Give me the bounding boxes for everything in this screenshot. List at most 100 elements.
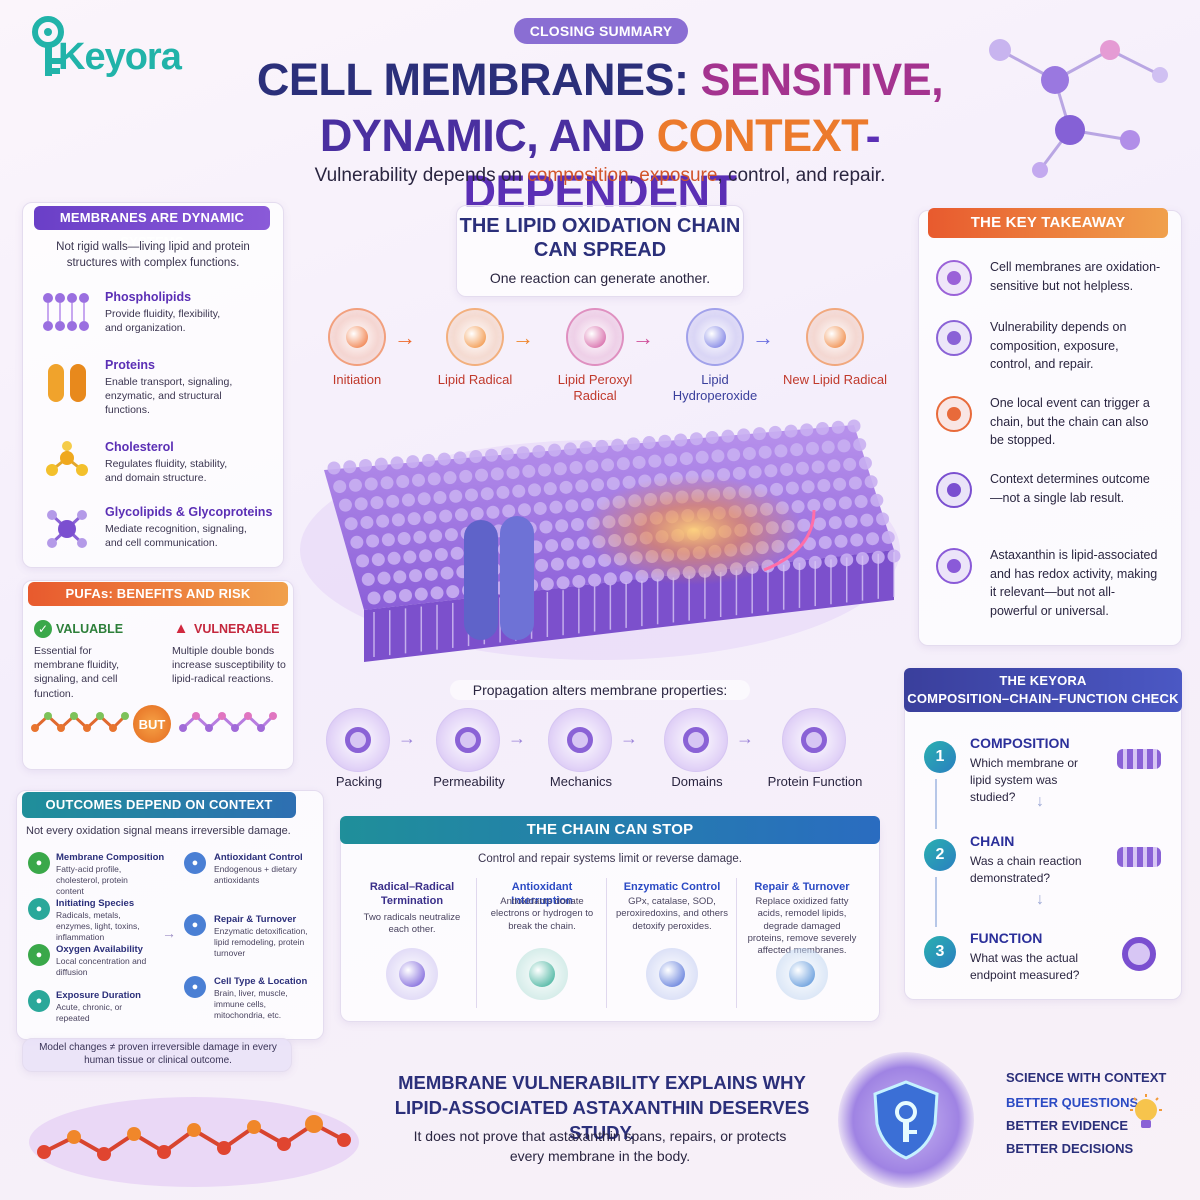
subtitle-d: exposure <box>639 165 718 186</box>
check-step-title: CHAIN <box>970 833 1015 849</box>
connector-line <box>935 779 937 829</box>
context-factor-icon: ● <box>184 976 206 998</box>
check-heading-line1: THE KEYORA <box>999 673 1087 688</box>
check-step-icon <box>1114 739 1164 779</box>
arrow-right-icon: → <box>632 325 654 350</box>
property-label: Packing <box>335 774 383 789</box>
context-factor-text: Radicals, metals, enzymes, light, toxins… <box>56 910 140 943</box>
step-number-badge: 2 <box>924 839 956 871</box>
chain-stop-heading: THE CHAIN CAN STOP <box>340 816 880 844</box>
key-icon <box>32 16 64 76</box>
fatty-acid-chain-icon <box>31 712 129 732</box>
stop-column-title: Enzymatic Control <box>623 881 721 893</box>
context-factor-icon: ● <box>184 914 206 936</box>
property-label: Permeability <box>433 774 505 789</box>
subtitle-c: , <box>628 165 640 186</box>
chain-title-line2: CAN SPREAD <box>533 239 667 261</box>
takeaway-glyph-icon <box>947 331 961 345</box>
takeaway-heading: THE KEY TAKEAWAY <box>928 208 1168 238</box>
oxidized-chain-icon <box>179 712 277 732</box>
takeaway-icon <box>936 472 972 508</box>
property-label: Protein Function <box>767 774 863 789</box>
cholesterol-text: Regulates fluidity, stability, and domai… <box>105 458 228 485</box>
takeaway-glyph-icon <box>947 483 961 497</box>
check-step-icon <box>1114 934 1164 974</box>
bottom-title-line1: MEMBRANE VULNERABILITY EXPLAINS WHY <box>398 1072 806 1093</box>
context-factor-text: Local concentration and diffusion <box>56 956 147 978</box>
stop-column-text: Two radicals neutralize each other. <box>363 912 461 936</box>
context-factor-icon: ● <box>28 852 50 874</box>
chain-step-label: New Lipid Radical <box>782 372 888 387</box>
vulnerable-title: VULNERABLE <box>194 622 280 636</box>
arrow-right-icon: → <box>394 325 416 350</box>
check-heading-line2: COMPOSITION–CHAIN–FUNCTION CHECK <box>907 691 1179 706</box>
glycolipids-text: Mediate recognition, signaling, and cell… <box>105 523 247 550</box>
arrow-right-icon: → <box>162 925 176 941</box>
context-factor-title: Initiating Species <box>56 898 135 909</box>
title-part-2: SENSITIVE, <box>700 54 944 105</box>
check-glyph-icon <box>1122 937 1156 971</box>
subtitle-e: , control, and repair. <box>717 165 886 186</box>
arrow-right-icon: → <box>508 728 526 748</box>
better-decisions: BETTER DECISIONS <box>1006 1141 1134 1156</box>
context-heading: OUTCOMES DEPEND ON CONTEXT <box>22 792 296 818</box>
column-divider <box>736 878 737 1008</box>
property-label: Domains <box>671 774 723 789</box>
context-factor-text: Endogenous + dietary antioxidants <box>214 864 297 886</box>
property-icon <box>326 708 390 772</box>
takeaway-glyph-icon <box>947 271 961 285</box>
context-factor-title: Cell Type & Location <box>214 976 308 987</box>
brand-logo: Keyora <box>28 14 208 84</box>
dynamic-systems-heading: MEMBRANES ARE DYNAMIC SYSTEMS <box>34 206 270 249</box>
property-glyph-icon <box>345 727 371 753</box>
subtitle-b: composition <box>527 165 629 186</box>
proteins-text: Enable transport, signaling, enzymatic, … <box>105 376 233 417</box>
column-divider <box>476 878 477 1008</box>
chain-step-label: Lipid Peroxyl Radical <box>557 372 633 403</box>
molecule-ball-icon <box>789 961 815 987</box>
property-icon <box>436 708 500 772</box>
chain-step-label: Lipid Radical <box>437 372 513 387</box>
takeaway-icon <box>936 260 972 296</box>
title-part-4: CONTEXT <box>656 110 867 161</box>
step-number-badge: 3 <box>924 936 956 968</box>
stop-column-title: Antioxidant Interruption <box>511 881 573 907</box>
radical-ball-icon <box>346 326 368 348</box>
context-factor-title: Repair & Turnover <box>214 914 297 925</box>
stop-column-title: Repair & Turnover <box>754 881 850 893</box>
property-icon <box>782 708 846 772</box>
phospholipids-text: Provide fluidity, flexibility, and organ… <box>105 308 221 335</box>
check-step-text: Which membrane or lipid system was studi… <box>970 756 1079 804</box>
arrow-right-icon: → <box>512 325 534 350</box>
property-glyph-icon <box>801 727 827 753</box>
cholesterol-icon <box>42 440 92 486</box>
better-evidence: BETTER EVIDENCE <box>1006 1118 1129 1133</box>
property-glyph-icon <box>567 727 593 753</box>
lightbulb-icon <box>1124 1092 1168 1136</box>
context-factor-icon: ● <box>28 944 50 966</box>
subtitle-a: Vulnerability depends on <box>314 165 528 186</box>
property-icon <box>548 708 612 772</box>
arrow-right-icon: → <box>752 325 774 350</box>
context-footnote: Model changes ≠ proven irreversible dama… <box>39 1042 277 1066</box>
better-questions: BETTER QUESTIONS <box>1006 1095 1139 1110</box>
radical-ball-icon <box>584 326 606 348</box>
membrane-bilayer-illustration <box>300 419 901 662</box>
chain-step-icon <box>686 308 744 366</box>
stop-column-icon <box>776 948 828 1000</box>
valuable-title: VALUABLE <box>56 622 124 636</box>
chain-step-icon <box>328 308 386 366</box>
property-glyph-icon <box>455 727 481 753</box>
pufa-heading: PUFAs: BENEFITS AND RISK <box>28 582 288 606</box>
shield-key-icon <box>838 1052 974 1188</box>
takeaway-text: One local event can trigger a chain, but… <box>990 396 1150 447</box>
context-factor-icon: ● <box>28 898 50 920</box>
context-factor-text: Acute, chronic, or repeated <box>56 1002 123 1024</box>
molecule-ball-icon <box>659 961 685 987</box>
radical-ball-icon <box>464 326 486 348</box>
bottom-title: MEMBRANE VULNERABILITY EXPLAINS WHY LIPI… <box>372 1070 832 1145</box>
arrow-down-icon: ↓ <box>1036 793 1044 810</box>
title-part-1: CELL MEMBRANES: <box>256 54 701 105</box>
dynamic-systems-card <box>22 202 284 568</box>
property-icon <box>664 708 728 772</box>
